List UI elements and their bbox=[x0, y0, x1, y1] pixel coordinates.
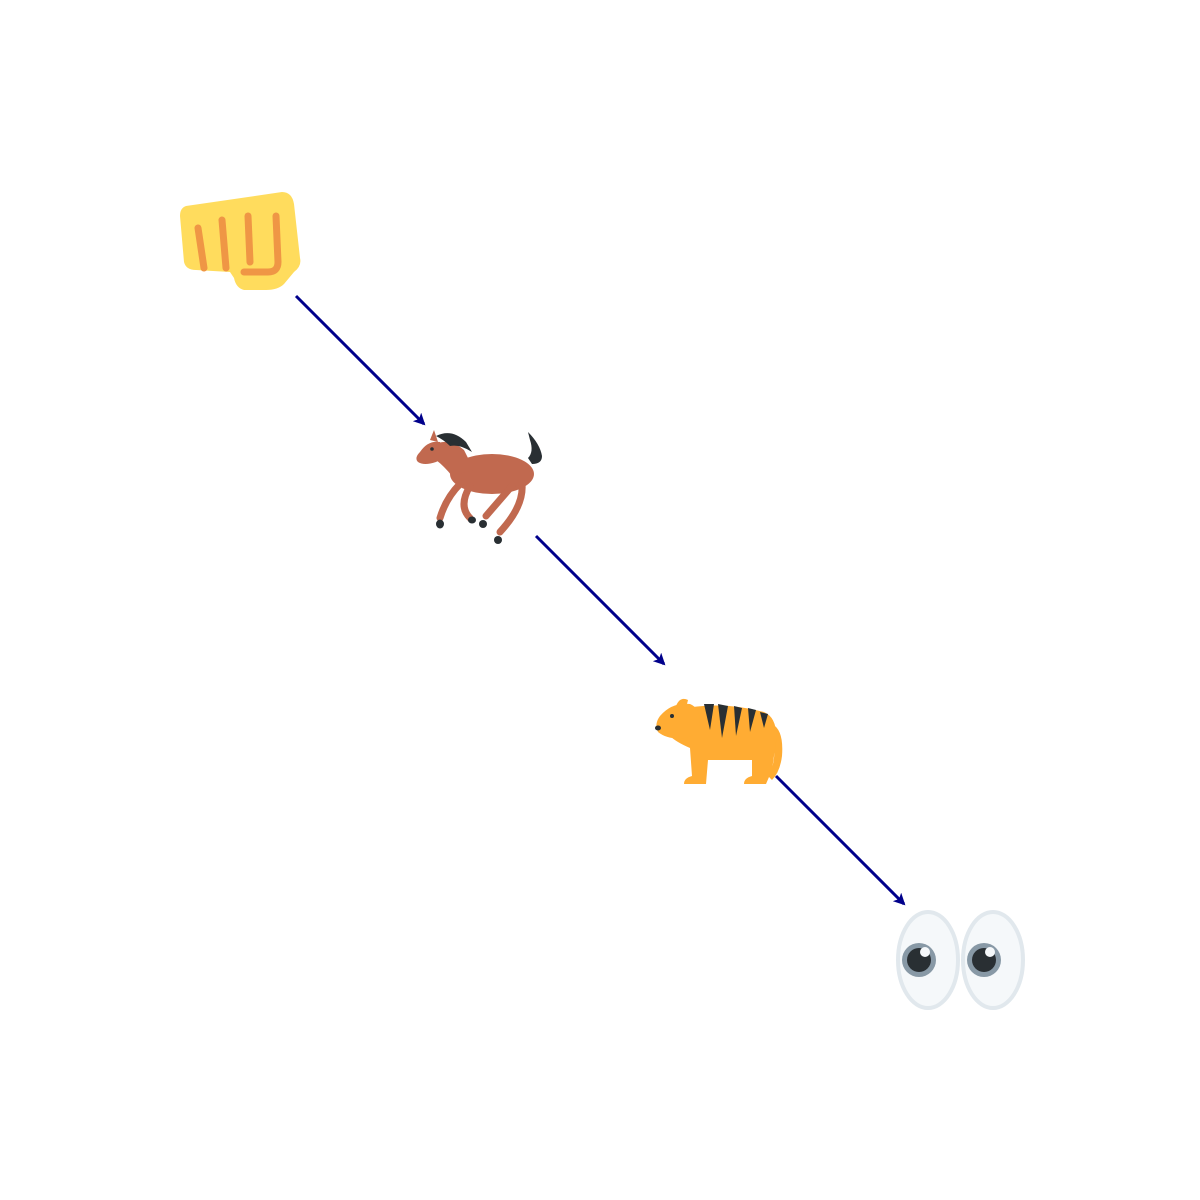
arrow-fist-to-horse bbox=[294, 294, 426, 426]
oncoming-fist-icon bbox=[180, 192, 301, 290]
horse-racing-icon bbox=[416, 430, 542, 544]
arrow-tiger-to-eyes bbox=[774, 774, 906, 906]
eyes-icon bbox=[896, 910, 1025, 1010]
tiger-icon bbox=[655, 698, 783, 784]
arrows bbox=[294, 294, 906, 906]
arrow-horse-to-tiger bbox=[534, 534, 666, 666]
